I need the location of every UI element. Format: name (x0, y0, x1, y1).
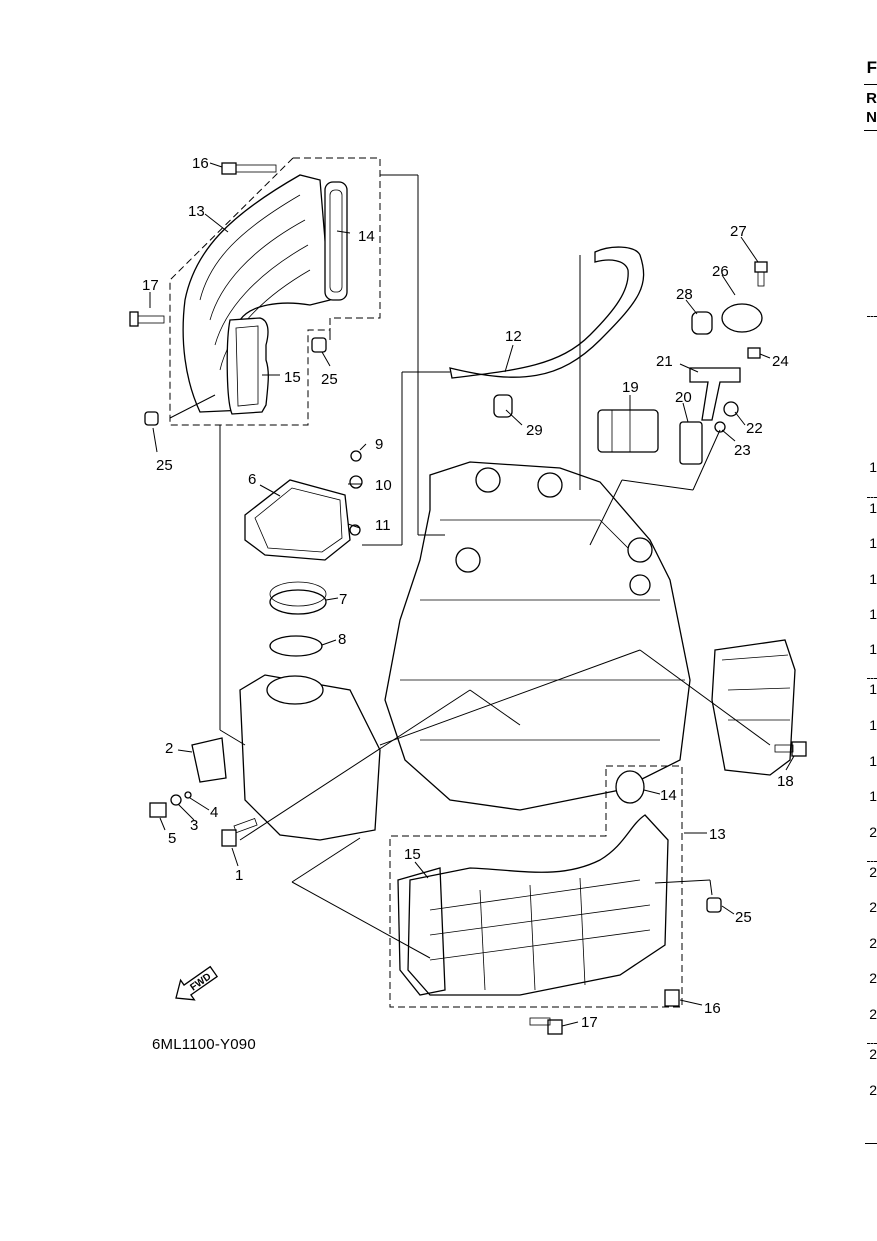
edge-dash-1 (867, 316, 877, 317)
callout-3: 3 (190, 817, 198, 834)
edge-row-num: 1 (869, 681, 877, 697)
callout-29: 29 (526, 422, 543, 439)
edge-letter-n: N (866, 109, 877, 126)
callout-4: 4 (210, 804, 218, 821)
lower-manifold-group (389, 765, 722, 1035)
edge-row-num: 2 (869, 899, 877, 915)
edge-row-num: 2 (869, 1082, 877, 1098)
edge-row-num: 1 (869, 571, 877, 587)
edge-row-num: 1 (869, 788, 877, 804)
throttle-parts (244, 450, 363, 657)
callout-15-lower: 15 (404, 846, 421, 863)
edge-row-num: 2 (869, 1006, 877, 1022)
callout-6: 6 (248, 471, 256, 488)
callout-17-lower: 17 (581, 1014, 598, 1031)
edge-row-num: 1 (869, 717, 877, 733)
callout-8: 8 (338, 631, 346, 648)
edge-row-num: 2 (869, 935, 877, 951)
edge-dash-2 (867, 497, 877, 498)
callout-24: 24 (772, 353, 789, 370)
edge-row-num: 1 (869, 459, 877, 475)
callout-10: 10 (375, 477, 392, 494)
upper-manifold-group (129, 157, 381, 426)
callout-25-lower: 25 (735, 909, 752, 926)
callout-2: 2 (165, 740, 173, 757)
hose-assembly (449, 246, 768, 465)
edge-row-num: 2 (869, 864, 877, 880)
callout-25-upper-b: 25 (156, 457, 173, 474)
edge-rule-3 (865, 1143, 877, 1144)
callout-15-upper: 15 (284, 369, 301, 386)
edge-row-num: 1 (869, 500, 877, 516)
edge-rule-1 (864, 84, 877, 85)
callout-25-upper-a: 25 (321, 371, 338, 388)
callout-18: 18 (777, 773, 794, 790)
callout-14-upper: 14 (358, 228, 375, 245)
reference-lines (169, 174, 771, 959)
callout-13-lower: 13 (709, 826, 726, 843)
edge-dash-5 (867, 1043, 877, 1044)
callout-19: 19 (622, 379, 639, 396)
callout-12: 12 (505, 328, 522, 345)
callout-27: 27 (730, 223, 747, 240)
callout-28: 28 (676, 286, 693, 303)
callout-16-lower: 16 (704, 1000, 721, 1017)
callout-11: 11 (375, 517, 391, 534)
edge-row-num: 1 (869, 641, 877, 657)
edge-row-num: 1 (869, 535, 877, 551)
edge-row-num: 2 (869, 824, 877, 840)
callout-9: 9 (375, 436, 383, 453)
diagram-code: 6ML1100-Y090 (152, 1036, 256, 1053)
callout-leaders (149, 162, 795, 1027)
callout-17-upper: 17 (142, 277, 159, 294)
callout-14-lower: 14 (660, 787, 677, 804)
edge-row-num: 1 (869, 753, 877, 769)
callout-23: 23 (734, 442, 751, 459)
edge-row-num: 1 (869, 606, 877, 622)
callout-21: 21 (656, 353, 673, 370)
callout-1: 1 (235, 867, 243, 884)
callout-22: 22 (746, 420, 763, 437)
callout-20: 20 (675, 389, 692, 406)
edge-dash-3 (867, 678, 877, 679)
callout-labels: 16 13 14 17 15 25 25 12 29 19 20 21 22 2… (142, 155, 794, 1031)
edge-rule-2 (864, 130, 877, 131)
callout-13-upper: 13 (188, 203, 205, 220)
edge-row-num: 2 (869, 1046, 877, 1062)
small-fasteners (149, 737, 807, 847)
callout-16-upper: 16 (192, 155, 209, 172)
edge-dash-4 (867, 861, 877, 862)
edge-row-num: 2 (869, 970, 877, 986)
edge-letter-r: R (866, 90, 877, 107)
callout-7: 7 (339, 591, 347, 608)
edge-letter-f: F (866, 58, 877, 77)
callout-5: 5 (168, 830, 176, 847)
callout-26: 26 (712, 263, 729, 280)
fwd-arrow-icon: FWD (175, 965, 219, 1001)
